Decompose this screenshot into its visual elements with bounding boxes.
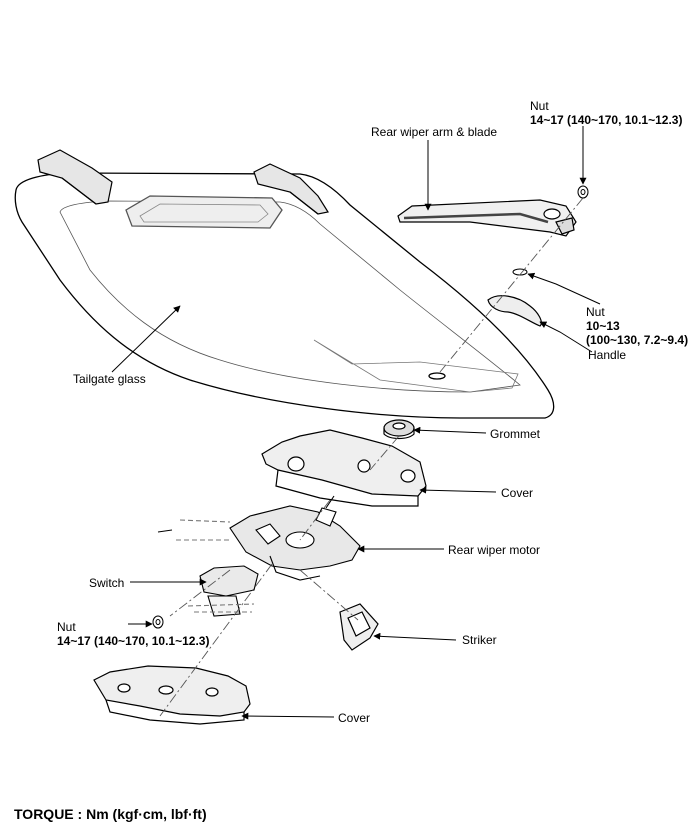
label-nut-bottom: Nut 14~17 (140~170, 10.1~12.3) (57, 620, 209, 648)
label-nut-bottom-torque: 14~17 (140~170, 10.1~12.3) (57, 634, 210, 648)
label-striker: Striker (462, 633, 497, 647)
leader-striker (373, 632, 457, 641)
hinge-left (37, 149, 113, 205)
cover-upper-part (261, 429, 427, 507)
striker-part (339, 603, 379, 651)
rear-wiper-motor-part (157, 495, 361, 581)
handle-part (487, 295, 542, 327)
label-tailgate-glass: Tailgate glass (73, 372, 146, 386)
label-nut-mid-torque-2: (100~130, 7.2~9.4) (586, 333, 689, 347)
label-nut-mid-name: Nut (586, 305, 605, 319)
leader-cover-top (419, 486, 497, 494)
assembly-center-lines (159, 197, 584, 717)
cover-lower-part (93, 665, 251, 725)
rear-wiper-arm-part (397, 199, 577, 237)
label-switch: Switch (89, 576, 125, 590)
tailgate-glass-part (14, 172, 555, 419)
grommet-part (383, 419, 415, 440)
label-nut-mid: Nut 10~13 (100~130, 7.2~9.4) (586, 305, 688, 347)
leader-tailgate-glass (111, 305, 181, 373)
label-nut-top-torque: 14~17 (140~170, 10.1~12.3) (530, 113, 683, 127)
leader-cover-bottom (241, 712, 335, 720)
label-nut-top-name: Nut (530, 99, 549, 113)
torque-units-note: TORQUE : Nm (kgf·cm, lbf·ft) (14, 806, 207, 822)
label-handle: Handle (588, 348, 627, 362)
label-nut-mid-torque-1: 10~13 (586, 319, 620, 333)
label-rear-wiper-motor: Rear wiper motor (448, 543, 541, 557)
leader-grommet (413, 426, 487, 434)
hinge-right (253, 163, 329, 215)
leader-nut-mid (527, 272, 601, 305)
label-nut-bottom-name: Nut (57, 620, 76, 634)
label-cover-top: Cover (501, 486, 534, 500)
leader-handle (539, 321, 593, 353)
label-nut-top: Nut 14~17 (140~170, 10.1~12.3) (530, 99, 682, 127)
nut-top-part (577, 185, 589, 199)
label-grommet: Grommet (490, 427, 541, 441)
leader-lines (111, 126, 601, 720)
nut-bottom-part (152, 615, 164, 629)
label-cover-bottom: Cover (338, 711, 371, 725)
switch-part (187, 565, 259, 617)
label-rear-wiper-arm: Rear wiper arm & blade (371, 125, 498, 139)
